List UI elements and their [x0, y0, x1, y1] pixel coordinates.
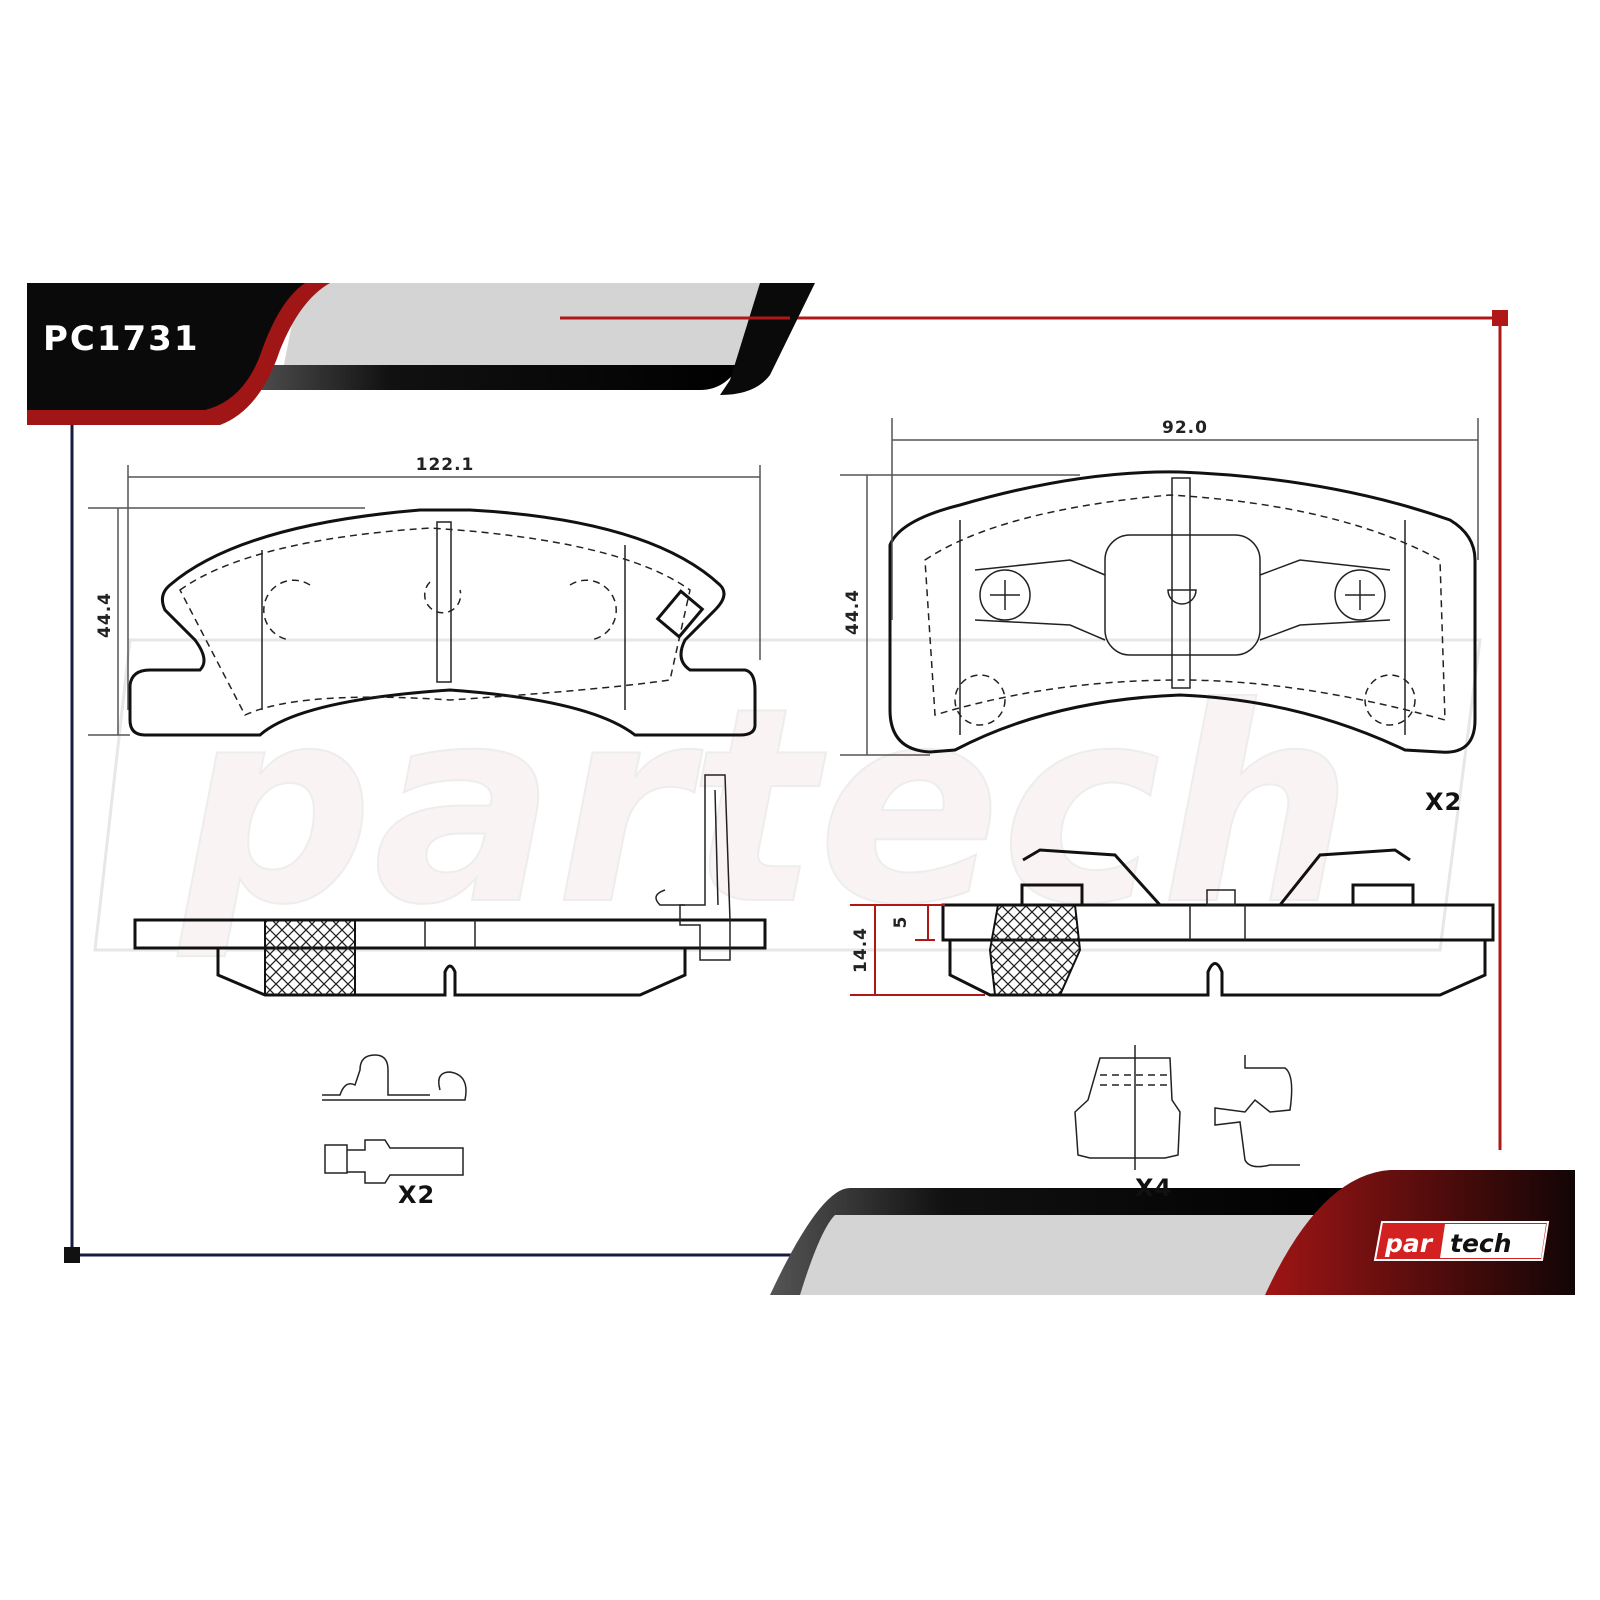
clip-left-accessories: X2 — [322, 1054, 467, 1209]
pad1-height-label: 44.4 — [95, 592, 115, 638]
part-number: PC1731 — [43, 319, 200, 359]
pad-right-side-view — [941, 848, 1495, 997]
clip-left-quantity: X2 — [398, 1181, 435, 1209]
dimension-thickness: 14.4 5 — [850, 904, 985, 996]
partech-logo: par tech — [1373, 1221, 1550, 1261]
thickness-total-label: 14.4 — [851, 927, 871, 973]
footer-banner: par tech — [770, 1170, 1575, 1295]
pad-quantity: X2 — [1425, 788, 1462, 816]
pad2-width-label: 92.0 — [1162, 418, 1208, 438]
pad-left-side-view — [133, 774, 767, 997]
header-banner: PC1731 — [27, 283, 815, 425]
pad1-width-label: 122.1 — [416, 455, 475, 475]
dimension-pad1-width: 122.1 — [127, 455, 761, 710]
pad-right-front-view — [888, 470, 1477, 754]
svg-text:partech: partech — [176, 649, 1353, 964]
pad2-height-label: 44.4 — [843, 589, 863, 635]
clip-right-accessories: X4 — [1074, 1045, 1300, 1202]
pad-left-front-view — [128, 508, 757, 737]
svg-text:tech: tech — [1450, 1229, 1512, 1258]
thickness-backing-label: 5 — [891, 916, 911, 929]
svg-text:par: par — [1384, 1229, 1434, 1258]
dimension-pad2-width: 92.0 — [891, 418, 1479, 620]
dimension-pad1-height: 44.4 — [88, 507, 365, 736]
clip-right-quantity: X4 — [1135, 1174, 1172, 1202]
watermark-logo: partech — [93, 638, 1482, 965]
dimension-pad2-height: 44.4 — [840, 474, 1080, 756]
